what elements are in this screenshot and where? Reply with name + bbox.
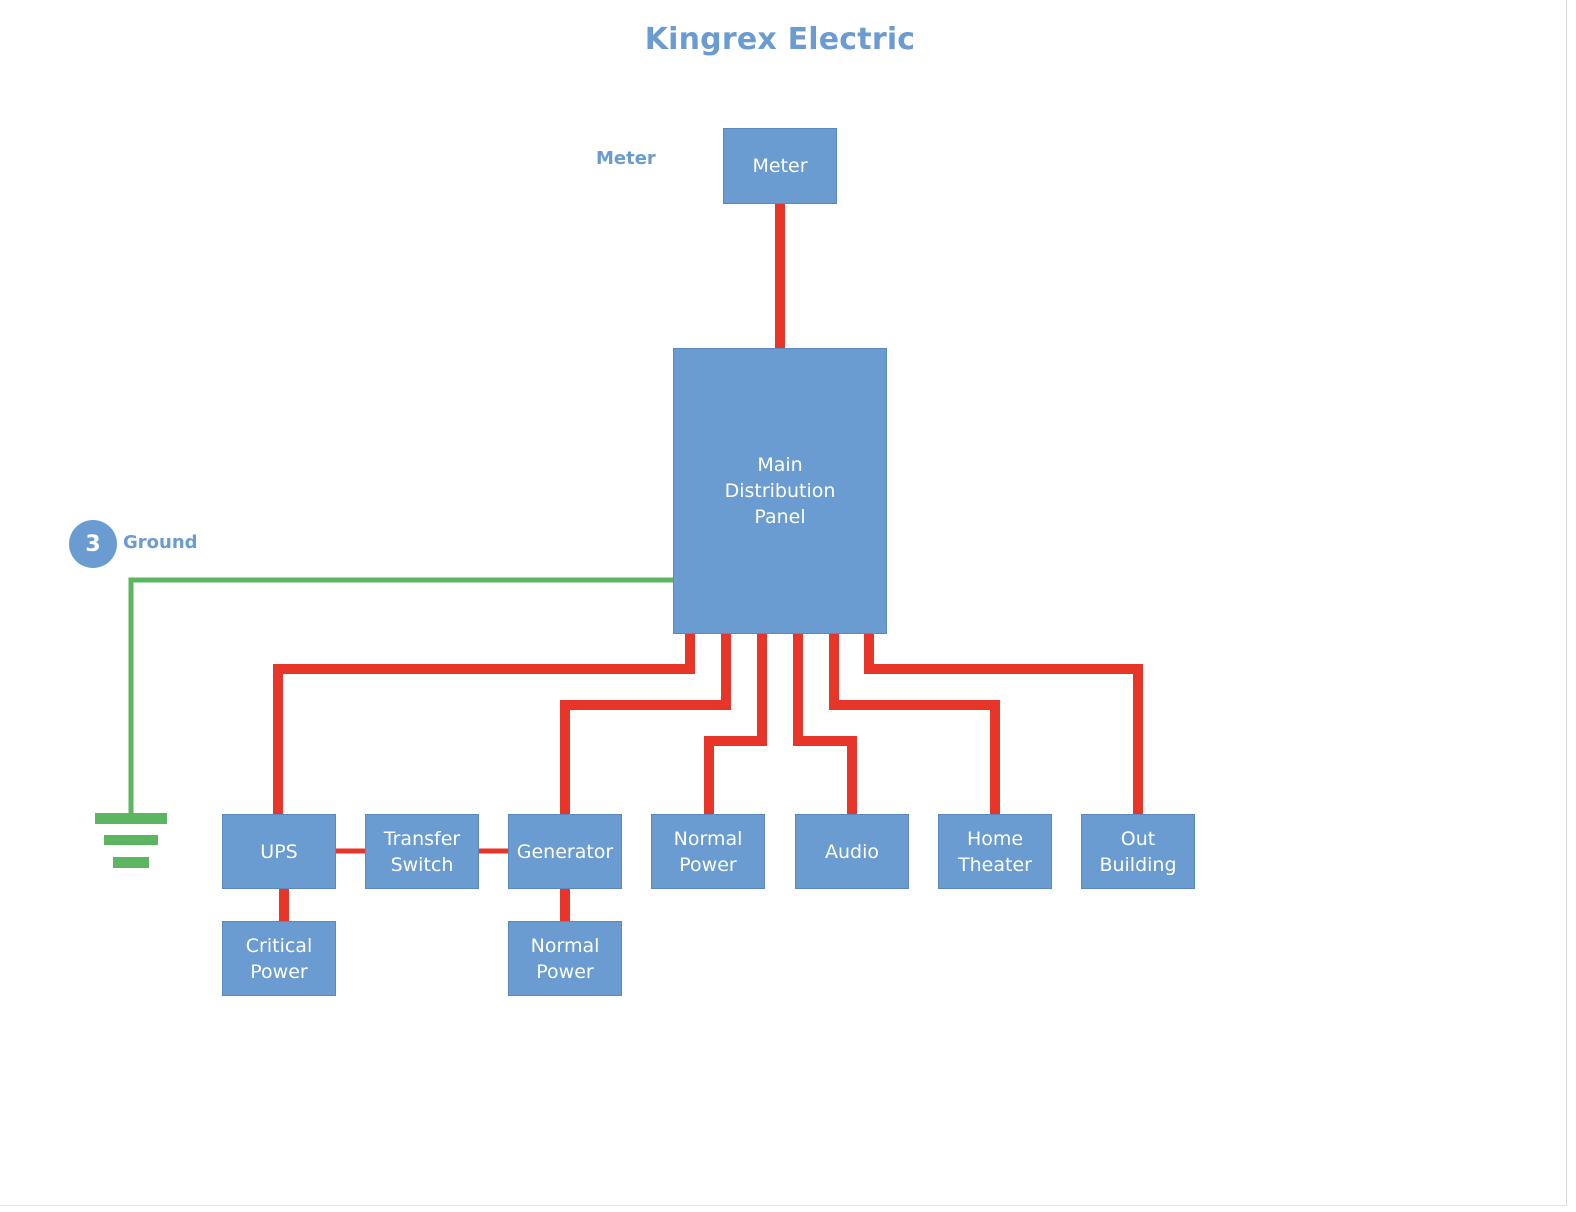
critical-power-box[interactable]: Critical Power (222, 921, 336, 996)
out-building-box[interactable]: Out Building (1081, 814, 1195, 889)
audio-box[interactable]: Audio (795, 814, 909, 889)
home-theater-label: Home Theater (958, 827, 1032, 876)
ground-symbol-bar-2 (104, 835, 158, 845)
ground-symbol-bar-1 (95, 813, 167, 824)
wire-panel-home-theater (829, 634, 1000, 814)
wire-panel-generator (560, 634, 731, 814)
wire-panel-out-building (864, 634, 1143, 814)
meter-label: Meter (596, 148, 656, 169)
wire-panel-normal-power (704, 634, 767, 814)
page-edge-bottom (0, 1205, 1567, 1206)
audio-label: Audio (824, 840, 879, 863)
meter-box-label: Meter (752, 155, 808, 177)
main-panel-label: Main Distribution Panel (724, 454, 836, 528)
transfer-switch-label: Transfer Switch (383, 827, 461, 876)
home-theater-box[interactable]: Home Theater (938, 814, 1052, 889)
generator-box[interactable]: Generator (508, 814, 622, 889)
meter-box[interactable]: Meter (723, 128, 837, 204)
normal-power-box[interactable]: Normal Power (651, 814, 765, 889)
diagram-title: Kingrex Electric (644, 22, 916, 57)
wire-panel-ups (273, 634, 695, 814)
main-distribution-panel[interactable]: Main Distribution Panel (673, 348, 887, 634)
ground-badge: 3 (69, 520, 117, 568)
generator-label: Generator (516, 840, 614, 863)
normal-power-generator-box[interactable]: Normal Power (508, 921, 622, 996)
ups-box[interactable]: UPS (222, 814, 336, 889)
critical-power-label: Critical Power (245, 934, 313, 983)
ground-symbol-bar-3 (113, 857, 149, 868)
ground-label: Ground (123, 532, 198, 553)
wire-panel-audio (793, 634, 857, 814)
out-building-label: Out Building (1099, 827, 1177, 876)
ground-wire (128, 577, 673, 815)
transfer-switch-box[interactable]: Transfer Switch (365, 814, 479, 889)
page-edge-right (1566, 0, 1567, 1206)
normal-power-label: Normal Power (673, 827, 743, 876)
ups-label: UPS (260, 840, 298, 863)
normal-power-generator-label: Normal Power (530, 934, 600, 983)
